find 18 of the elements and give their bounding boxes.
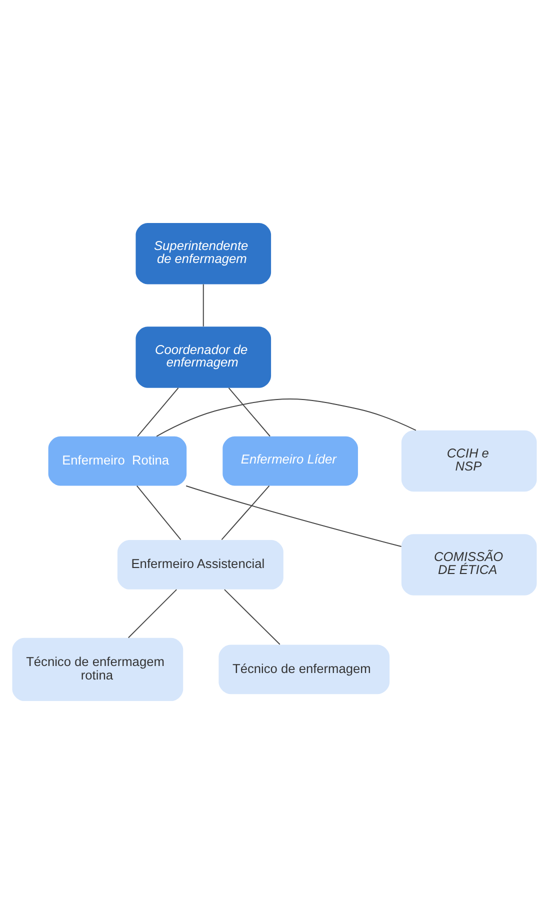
- node-box: CCIH e NSP: [401, 430, 537, 492]
- connector: [228, 387, 270, 436]
- connector: [128, 588, 178, 638]
- node-box: Técnico de enfermagem: [218, 644, 390, 694]
- connector: [136, 484, 182, 540]
- node-box: COMISSÃO DE ÉTICA: [401, 534, 537, 595]
- connector: [224, 588, 280, 644]
- connector: [186, 484, 402, 547]
- node-box: Coordenador de enfermagem: [136, 326, 272, 388]
- connector: [221, 484, 270, 540]
- connector: [137, 387, 179, 436]
- node-box: Enfermeiro Assistencial: [117, 540, 284, 589]
- connector: [202, 283, 204, 326]
- node-box: Técnico de enfermagem rotina: [12, 637, 184, 701]
- node-box: Enfermeiro Rotina: [48, 436, 187, 486]
- node-box: Enfermeiro Líder: [222, 436, 358, 486]
- node-box: Superintendente de enfermagem: [136, 222, 272, 284]
- connector: [156, 398, 416, 436]
